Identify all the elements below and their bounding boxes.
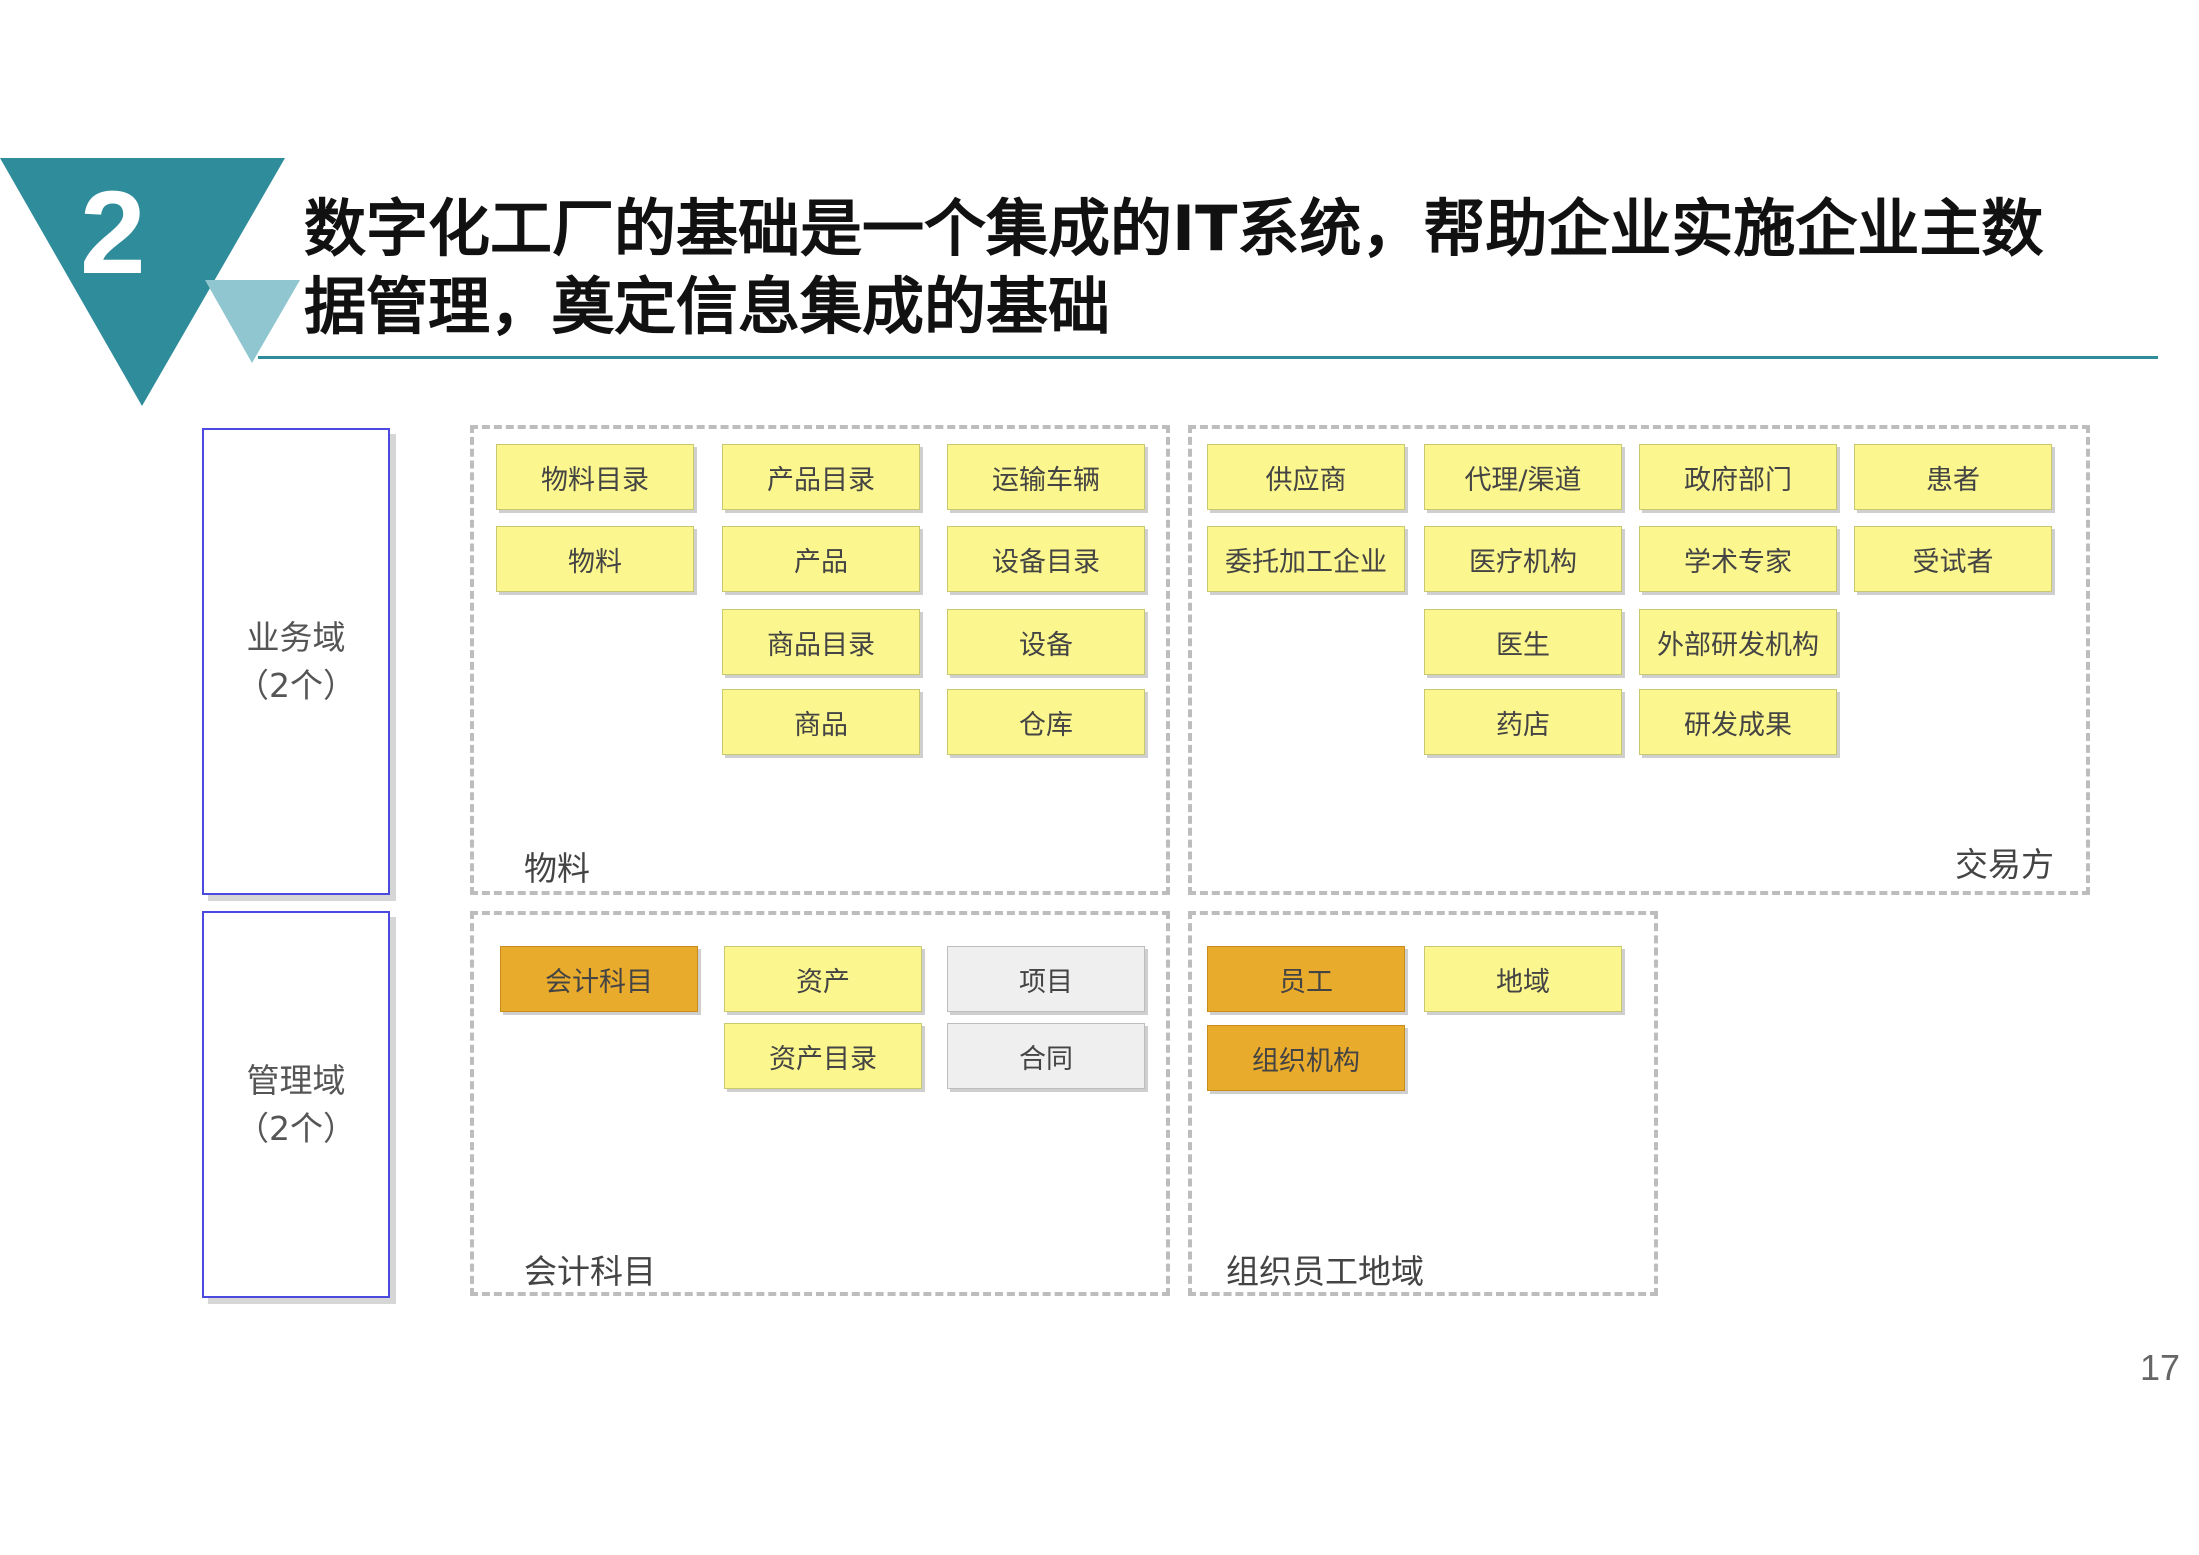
entity-goods: 商品 xyxy=(722,689,920,755)
domain-management-name: 管理域 xyxy=(246,1060,346,1100)
group-material xyxy=(470,425,1170,895)
entity-academic-expert: 学术专家 xyxy=(1639,526,1837,592)
domain-management: 管理域 （2个） xyxy=(202,911,390,1298)
entity-patient: 患者 xyxy=(1854,444,2052,510)
group-trading-label: 交易方 xyxy=(1955,845,2054,884)
entity-organization: 组织机构 xyxy=(1207,1025,1405,1091)
entity-project: 项目 xyxy=(947,946,1145,1012)
entity-asset-catalog: 资产目录 xyxy=(724,1023,922,1089)
section-number: 2 xyxy=(80,167,146,299)
entity-equipment: 设备 xyxy=(947,609,1145,675)
entity-region: 地域 xyxy=(1424,946,1622,1012)
badge-triangle xyxy=(0,158,285,406)
section-number-badge xyxy=(0,158,300,406)
group-org xyxy=(1188,911,1658,1296)
entity-supplier: 供应商 xyxy=(1207,444,1405,510)
entity-doctor: 医生 xyxy=(1424,609,1622,675)
entity-government: 政府部门 xyxy=(1639,444,1837,510)
entity-contract: 合同 xyxy=(947,1023,1145,1089)
slide-title-line-1: 数字化工厂的基础是一个集成的IT系统，帮助企业实施企业主数 xyxy=(304,192,2044,265)
group-material-label: 物料 xyxy=(524,849,590,888)
group-accounting-label: 会计科目 xyxy=(524,1252,656,1291)
domain-management-count: （2个） xyxy=(236,1108,356,1148)
entity-accounting-subject: 会计科目 xyxy=(500,946,698,1012)
domain-business-count: （2个） xyxy=(236,665,356,705)
page-number: 17 xyxy=(2140,1347,2181,1388)
group-trading xyxy=(1188,425,2090,895)
entity-pharmacy: 药店 xyxy=(1424,689,1622,755)
entity-warehouse: 仓库 xyxy=(947,689,1145,755)
entity-equipment-catalog: 设备目录 xyxy=(947,526,1145,592)
entity-trial-subject: 受试者 xyxy=(1854,526,2052,592)
entity-employee: 员工 xyxy=(1207,946,1405,1012)
entity-medical-institution: 医疗机构 xyxy=(1424,526,1622,592)
domain-business-name: 业务域 xyxy=(246,617,346,657)
slide-title-line-2: 据管理，奠定信息集成的基础 xyxy=(304,270,1111,343)
entity-material: 物料 xyxy=(496,526,694,592)
entity-rnd-result: 研发成果 xyxy=(1639,689,1837,755)
domain-business: 业务域 （2个） xyxy=(202,428,390,895)
entity-goods-catalog: 商品目录 xyxy=(722,609,920,675)
entity-product-catalog: 产品目录 xyxy=(722,444,920,510)
entity-contract-manufacturer: 委托加工企业 xyxy=(1207,526,1405,592)
group-org-label: 组织员工地域 xyxy=(1226,1252,1424,1291)
entity-product: 产品 xyxy=(722,526,920,592)
entity-material-catalog: 物料目录 xyxy=(496,444,694,510)
entity-transport-vehicle: 运输车辆 xyxy=(947,444,1145,510)
group-accounting xyxy=(470,911,1170,1296)
entity-agent-channel: 代理/渠道 xyxy=(1424,444,1622,510)
entity-external-rnd: 外部研发机构 xyxy=(1639,609,1837,675)
badge-small-triangle xyxy=(205,280,300,363)
title-underline xyxy=(258,356,2158,359)
entity-asset: 资产 xyxy=(724,946,922,1012)
